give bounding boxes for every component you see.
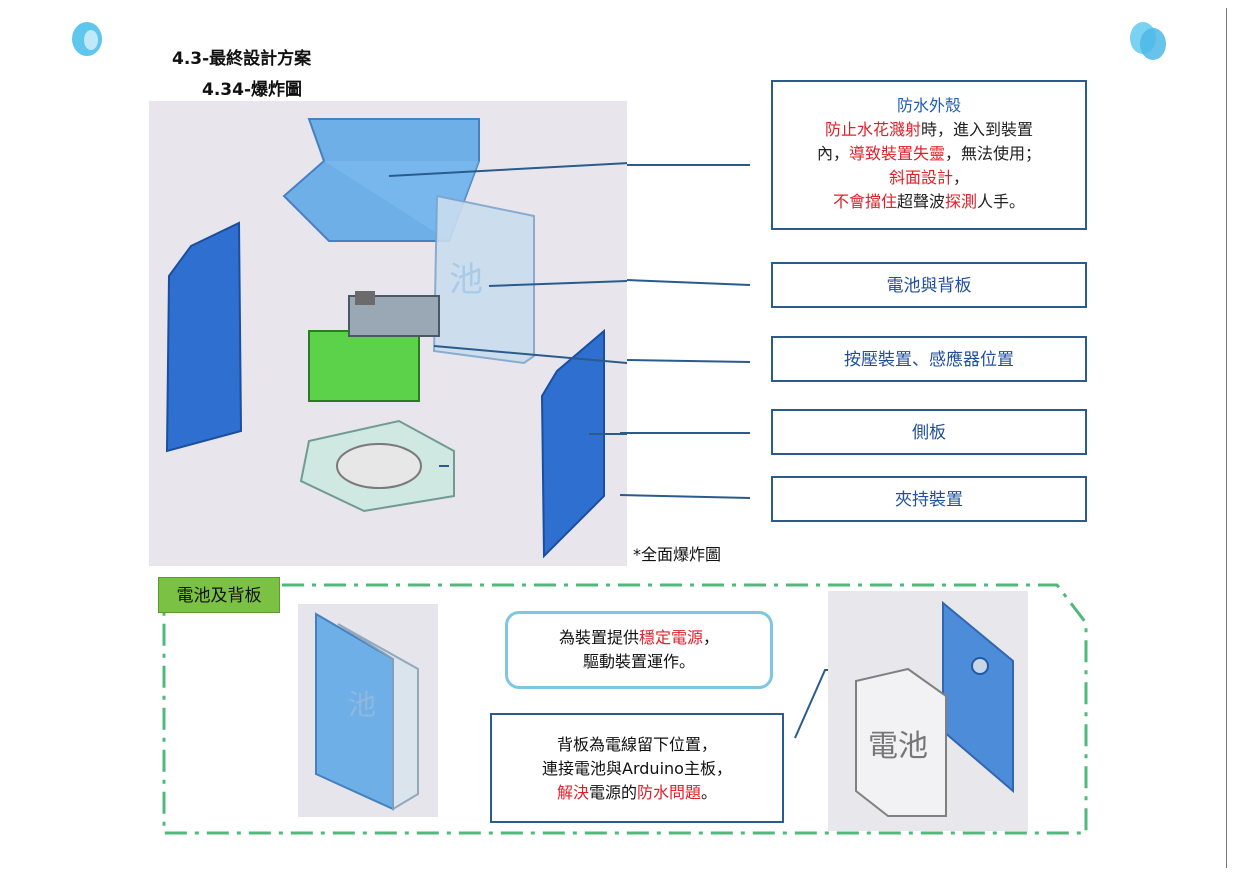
shell-red-4b: 探測 [945, 192, 978, 211]
left-side-panel [165, 221, 243, 453]
power-desc-line1: 為裝置提供穩定電源， [508, 626, 770, 650]
board-part [308, 330, 420, 402]
battery-backplate-photo-left: 池 [298, 604, 438, 817]
power-desc-text-b: ， [703, 628, 720, 647]
shell-text-4b: 人手。 [977, 192, 1026, 211]
backplate-desc-line2: 連接電池與Arduino主板， [542, 759, 732, 778]
corner-bubble-right-2 [1140, 28, 1166, 60]
shell-callout: 防水外殼 防止水花濺射時，進入到裝置 內，導致裝置失靈，無法使用； 斜面設計， … [771, 80, 1087, 230]
shell-callout-line1: 防止水花濺射時，進入到裝置 [773, 118, 1085, 142]
shell-text-4a: 超聲波 [896, 192, 945, 211]
exploded-view-note: *全面爆炸圖 [633, 545, 722, 564]
corner-bubble-left-highlight [84, 30, 98, 50]
backplate-desc-line1: 背板為電線留下位置， [556, 735, 717, 754]
shell-callout-title: 防水外殼 [896, 96, 961, 115]
shell-red-2: 導致裝置失靈 [848, 144, 945, 163]
shell-text-2a: 內， [816, 144, 849, 163]
subsection-title: 4.34-爆炸圖 [202, 80, 302, 100]
side-panel-callout: 側板 [771, 409, 1087, 455]
exploded-view-drawing: 池 [165, 118, 630, 559]
shell-text-2b: ，無法使用； [945, 144, 1042, 163]
svg-text:電池: 電池 [868, 729, 928, 764]
detail-section-label: 電池及背板 [158, 577, 280, 613]
power-description-box: 為裝置提供穩定電源， 驅動裝置運作。 [505, 611, 773, 689]
power-desc-line2: 驅動裝置運作。 [582, 652, 695, 671]
shell-text-1: 時，進入到裝置 [921, 120, 1034, 139]
shell-red-4a: 不會擋住 [832, 192, 897, 211]
press-sensor-callout: 按壓裝置、感應器位置 [771, 336, 1087, 382]
backplate-text-mid: 電源的 [588, 783, 637, 802]
exploded-view-image: 池 [149, 101, 630, 566]
right-side-panel [540, 328, 605, 559]
shell-callout-line3: 斜面設計， [773, 166, 1085, 190]
shell-red-1: 防止水花濺射 [824, 120, 921, 139]
detail-section-border [162, 583, 1088, 835]
shell-callout-line2: 內，導致裝置失靈，無法使用； [773, 142, 1085, 166]
page-edge-line [1226, 8, 1227, 868]
backplate-text-end: 。 [701, 783, 718, 802]
clamp-callout: 夾持裝置 [771, 476, 1087, 522]
section-title: 4.3-最終設計方案 [172, 49, 312, 69]
battery-backplate-callout: 電池與背板 [771, 262, 1087, 308]
backplate-description-box: 背板為電線留下位置， 連接電池與Arduino主板， 解決電源的防水問題。 [490, 713, 784, 823]
svg-text:池: 池 [449, 260, 483, 300]
backplate-drawing-right: 電池 [855, 600, 1014, 817]
battery-backplate-photo-right: 電池 [828, 591, 1028, 831]
shell-callout-line4: 不會擋住超聲波探測人手。 [773, 190, 1085, 214]
shell-red-3: 斜面設計 [888, 168, 953, 187]
leader-lines [620, 164, 751, 499]
backplate-red-1: 解決 [556, 783, 589, 802]
backplate-desc-line3: 解決電源的防水問題。 [492, 781, 782, 805]
backplate-red-2: 防水問題 [637, 783, 702, 802]
backplate-drawing-left: 池 [315, 612, 419, 811]
svg-text:池: 池 [348, 688, 376, 721]
power-desc-red: 穩定電源 [638, 628, 703, 647]
shell-text-3: ， [953, 168, 970, 187]
power-desc-text-a: 為裝置提供 [558, 628, 639, 647]
